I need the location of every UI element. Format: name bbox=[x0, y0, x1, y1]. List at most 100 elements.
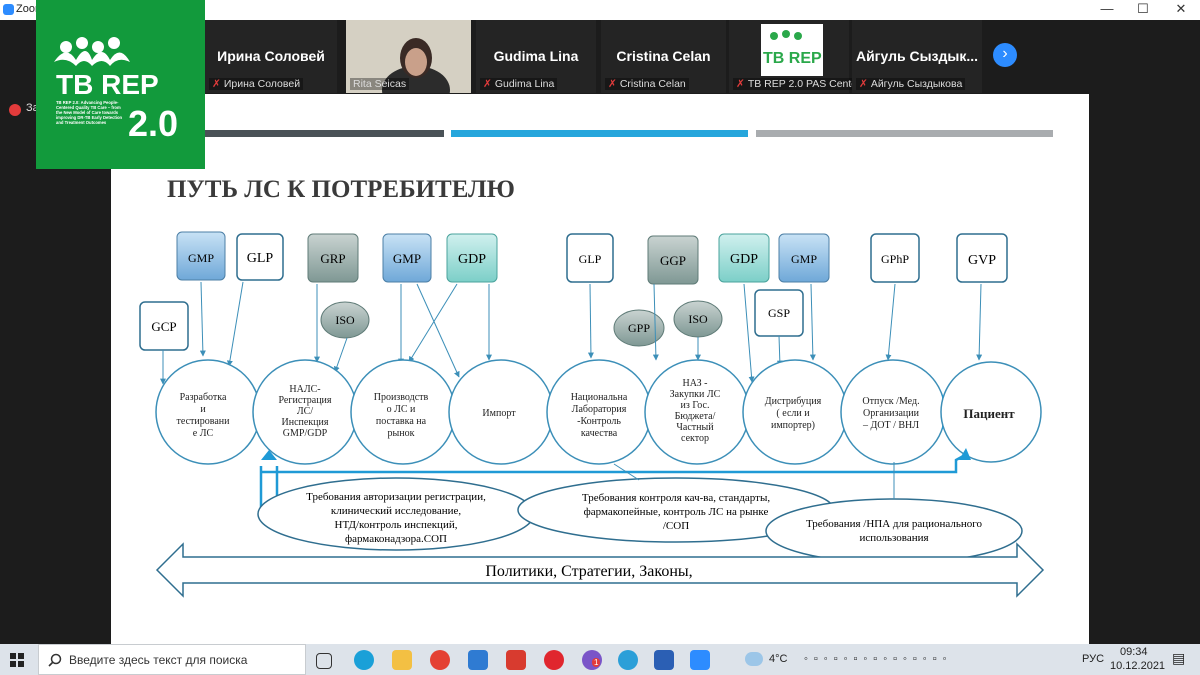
top-box-gphp: GPhP bbox=[870, 233, 920, 283]
svg-text:TB REP: TB REP bbox=[56, 69, 159, 100]
process-chain bbox=[155, 359, 1042, 465]
svg-text:2.0: 2.0 bbox=[128, 103, 178, 144]
sub-box-gcp: GCP bbox=[139, 301, 189, 351]
weather-temp[interactable]: 4°C bbox=[769, 653, 788, 665]
sub-box-gpp: GPP bbox=[613, 309, 665, 347]
recording-label: За bbox=[26, 102, 39, 114]
windows-taskbar: Введите здесь текст для поиска 1 4°C ◦▫◦… bbox=[0, 644, 1200, 675]
svg-text:ISO: ISO bbox=[335, 313, 355, 327]
close-button[interactable]: ✕ bbox=[1175, 1, 1187, 16]
search-placeholder: Введите здесь текст для поиска bbox=[69, 653, 248, 667]
requirement-note-1: Требования авторизации регистрации,клини… bbox=[257, 477, 535, 551]
action-center-icon[interactable]: ▤ bbox=[1172, 650, 1186, 666]
header-stripe-gray bbox=[756, 130, 1053, 137]
requirement-note-2: Требования контроля кач-ва, стандарты,фа… bbox=[517, 477, 835, 543]
participant-logo-video bbox=[729, 20, 849, 93]
header-stripe-dark bbox=[199, 130, 444, 137]
recording-icon bbox=[9, 104, 21, 116]
top-box-gvp: GVP bbox=[956, 233, 1008, 283]
tray-icons[interactable]: ◦▫◦▫◦▫◦▫◦▫◦▫◦▫◦ bbox=[804, 653, 953, 665]
next-participants-button[interactable]: › bbox=[993, 43, 1017, 67]
svg-text:GDP: GDP bbox=[730, 252, 758, 267]
policies-arrow: Политики, Стратегии, Законы, bbox=[155, 542, 1045, 598]
svg-text:Требования /НПА для рациональн: Требования /НПА для рациональногоиспольз… bbox=[806, 518, 982, 544]
top-box-gmp-1: GMP bbox=[176, 231, 226, 281]
header-stripe-blue bbox=[451, 130, 748, 137]
note-connector bbox=[613, 463, 640, 481]
clock-date[interactable]: 10.12.2021 bbox=[1110, 660, 1166, 672]
tb-rep-logo-graphic: TB REP 2.0 TB REP 2.0: Advancing People-… bbox=[36, 0, 205, 169]
top-box-gmp-3: GMP bbox=[778, 233, 830, 283]
tb-rep-logo: TB REP 2.0 TB REP 2.0: Advancing People-… bbox=[36, 0, 205, 169]
participant-label: ✗TB REP 2.0 PAS Center bbox=[733, 78, 864, 90]
participant-name: Ирина Соловей bbox=[217, 48, 325, 64]
participant-label: ✗Айгуль Сыздыкова bbox=[856, 78, 966, 90]
clock-time[interactable]: 09:34 bbox=[1120, 646, 1148, 658]
sub-box-gsp: GSP bbox=[754, 289, 804, 337]
muted-mic-icon: ✗ bbox=[859, 78, 868, 90]
opera-browser-icon[interactable] bbox=[544, 650, 564, 670]
minimize-button[interactable]: — bbox=[1100, 1, 1114, 16]
windows-start-icon[interactable] bbox=[10, 653, 24, 667]
stage-9-patient bbox=[940, 361, 1042, 463]
svg-text:GLP: GLP bbox=[247, 251, 274, 266]
svg-text:Отпуск /Мед.Организации– ДОТ /: Отпуск /Мед.Организации– ДОТ / ВНЛ bbox=[862, 396, 920, 431]
svg-text:Политики, Стратегии, Законы,: Политики, Стратегии, Законы, bbox=[485, 563, 692, 580]
sub-box-iso-2: ISO bbox=[673, 300, 723, 338]
muted-mic-icon: ✗ bbox=[608, 78, 617, 90]
svg-text:Требования контроля кач-ва, ст: Требования контроля кач-ва, стандарты,фа… bbox=[582, 492, 770, 532]
participant-tile[interactable]: Ирина Соловей ✗Ирина Соловей bbox=[205, 20, 337, 93]
feedback-loop bbox=[259, 448, 971, 514]
svg-text:Требования авторизации регис: Требования авторизации регистрации,клини… bbox=[306, 491, 486, 545]
notification-badge: 1 bbox=[592, 658, 601, 667]
zoom-taskbar-icon[interactable] bbox=[690, 650, 710, 670]
window-title-bar: Zoom — ☐ ✕ bbox=[0, 0, 1200, 20]
participant-name: Gudima Lina bbox=[493, 48, 579, 64]
teams-app-icon[interactable] bbox=[506, 650, 526, 670]
svg-text:GGP: GGP bbox=[660, 253, 686, 268]
participant-label: ✗Cristina Celan bbox=[605, 78, 689, 90]
svg-text:GMP: GMP bbox=[188, 251, 214, 265]
participant-tile-video[interactable]: Rita Seicas bbox=[346, 20, 471, 114]
taskbar-search-box[interactable]: Введите здесь текст для поиска bbox=[38, 644, 306, 675]
search-icon bbox=[48, 653, 62, 667]
telegram-icon[interactable] bbox=[618, 650, 638, 670]
zoom-app-icon bbox=[3, 4, 14, 15]
participant-tile[interactable]: Cristina Celan ✗Cristina Celan bbox=[601, 20, 726, 93]
participant-name: Cristina Celan bbox=[616, 48, 711, 64]
svg-text:GMP: GMP bbox=[393, 251, 421, 266]
participant-label: ✗Ирина Соловей bbox=[209, 78, 304, 90]
participant-tile-logo[interactable]: TB REP ✗TB REP 2.0 PAS Center bbox=[729, 20, 864, 93]
participant-label: ✗Gudima Lina bbox=[480, 78, 558, 90]
word-icon[interactable] bbox=[654, 650, 674, 670]
svg-text:GPP: GPP bbox=[628, 321, 650, 335]
svg-text:GDP: GDP bbox=[458, 252, 486, 267]
logo-tagline: TB REP 2.0: Advancing People-Centered Qu… bbox=[56, 100, 123, 125]
edge-browser-icon[interactable] bbox=[354, 650, 374, 670]
mail-icon[interactable] bbox=[468, 650, 488, 670]
input-language[interactable]: РУС bbox=[1082, 653, 1105, 665]
file-explorer-icon[interactable] bbox=[392, 650, 412, 670]
task-view-icon[interactable] bbox=[316, 653, 332, 669]
top-box-gdp-1: GDP bbox=[446, 233, 498, 283]
weather-icon[interactable] bbox=[745, 652, 763, 666]
top-box-glp-2: GLP bbox=[566, 233, 614, 283]
participant-tile[interactable]: Gudima Lina ✗Gudima Lina bbox=[476, 20, 596, 93]
svg-text:Пациент: Пациент bbox=[963, 406, 1015, 421]
chrome-browser-icon[interactable] bbox=[430, 650, 450, 670]
slide-diagram: ПУТЬ ЛС К ПОТРЕБИТЕЛЮ GMP GLP GRP GMP GD… bbox=[139, 130, 1053, 598]
svg-text:ISO: ISO bbox=[688, 312, 708, 326]
muted-mic-icon: ✗ bbox=[212, 78, 221, 90]
muted-mic-icon: ✗ bbox=[483, 78, 492, 90]
svg-text:GRP: GRP bbox=[320, 251, 345, 266]
participant-name: Айгуль Сыздык... bbox=[855, 48, 979, 64]
maximize-button[interactable]: ☐ bbox=[1137, 1, 1149, 16]
svg-text:GPhP: GPhP bbox=[881, 252, 909, 266]
participant-tile[interactable]: Айгуль Сыздык... ✗Айгуль Сыздыкова bbox=[852, 20, 982, 93]
